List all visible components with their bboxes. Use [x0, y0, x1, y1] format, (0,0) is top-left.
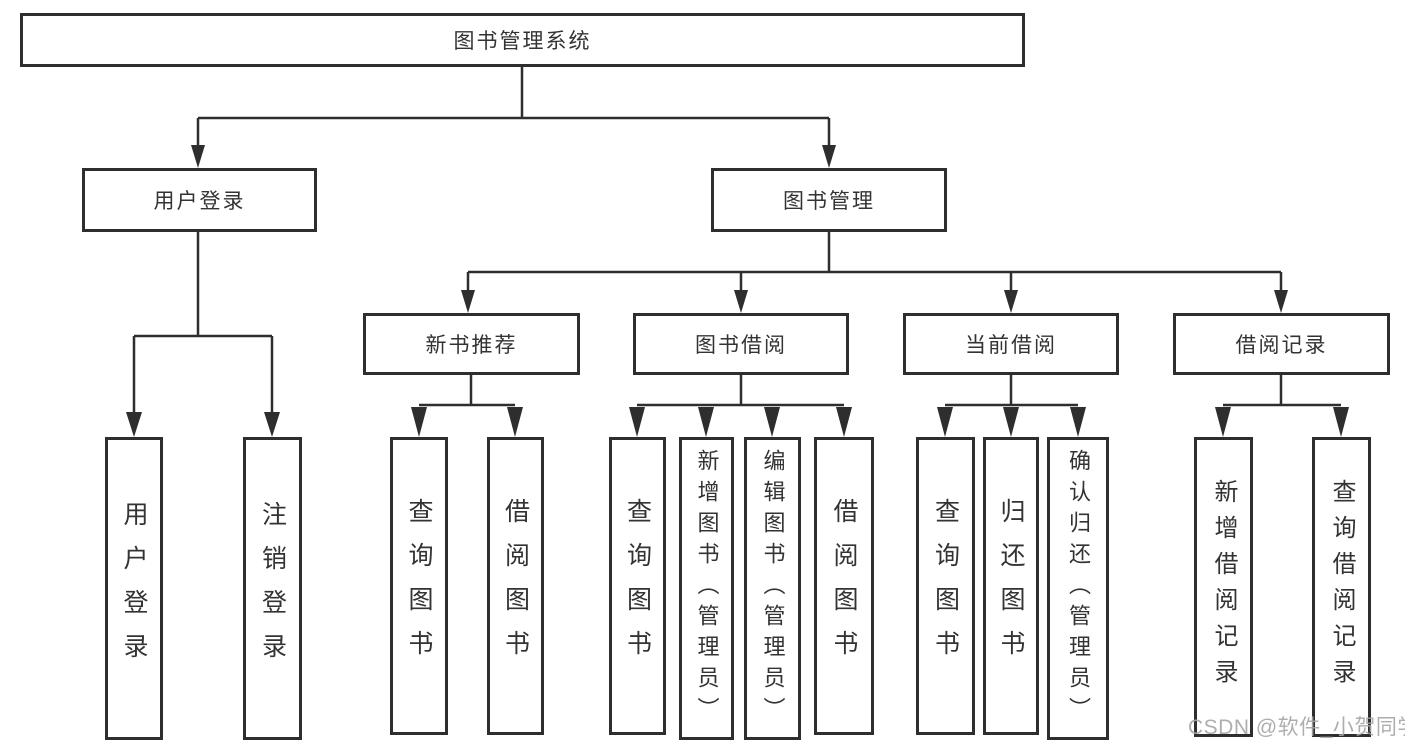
leaf-newbooks-query-books: 查询图书 [390, 437, 448, 735]
node-book-borrow: 图书借阅 [633, 313, 849, 375]
leaf-borrow-borrow-books: 借阅图书 [814, 437, 874, 735]
leaf-borrow-add-books-admin: 新增图书（管理员） [679, 437, 734, 740]
leaf-current-query-books: 查询图书 [916, 437, 975, 735]
node-new-book-recommend: 新书推荐 [363, 313, 580, 375]
arrowhead-icon [1215, 407, 1231, 437]
arrowhead-icon [836, 407, 852, 437]
arrowhead-icon [1003, 407, 1019, 437]
leaf-newbooks-borrow-books: 借阅图书 [487, 437, 544, 735]
leaf-current-confirm-return-admin: 确认归还（管理员） [1047, 437, 1109, 740]
node-label: 借阅图书 [830, 498, 858, 674]
node-borrow-records: 借阅记录 [1173, 313, 1390, 375]
node-label: 图书管理系统 [453, 30, 592, 53]
arrowhead-icon [937, 407, 953, 437]
node-label: 归还图书 [997, 498, 1025, 674]
connector-new-books-children [419, 375, 515, 407]
leaf-borrow-query-books: 查询图书 [609, 437, 666, 735]
node-label: 查询图书 [931, 498, 960, 674]
leaf-records-add-record: 新增借阅记录 [1194, 437, 1253, 737]
node-user-login: 用户登录 [82, 168, 317, 232]
arrowhead-icon [734, 290, 748, 313]
connector-book-management-children [466, 232, 1283, 293]
leaf-logout: 注销登录 [243, 437, 302, 740]
arrowhead-icon [461, 290, 475, 313]
node-label: 借阅图书 [501, 498, 530, 674]
node-book-management: 图书管理 [711, 168, 947, 232]
node-label: 查询图书 [623, 498, 652, 674]
node-label: 用户登录 [120, 500, 148, 677]
arrowhead-icon [1070, 407, 1086, 437]
node-label: 查询借阅记录 [1328, 479, 1355, 695]
arrowhead-icon [264, 412, 280, 437]
arrowhead-icon [411, 407, 427, 437]
arrowhead-icon [698, 407, 714, 437]
node-root-system: 图书管理系统 [20, 13, 1025, 67]
node-label: 确认归还（管理员） [1066, 449, 1091, 728]
leaf-current-return-books: 归还图书 [983, 437, 1039, 735]
arrowhead-icon [822, 145, 836, 168]
arrowhead-icon [1274, 290, 1288, 313]
arrowhead-icon [1004, 290, 1018, 313]
arrowhead-icon [629, 407, 645, 437]
leaf-records-query-record: 查询借阅记录 [1312, 437, 1371, 737]
leaf-borrow-edit-books-admin: 编辑图书（管理员） [744, 437, 801, 740]
connector-current-borrow-children [945, 375, 1078, 407]
node-label: 新增图书（管理员） [694, 449, 720, 728]
node-label: 新增借阅记录 [1210, 479, 1237, 695]
arrowhead-icon [507, 407, 523, 437]
node-label: 图书借阅 [695, 334, 787, 357]
node-label: 编辑图书（管理员） [760, 449, 786, 728]
arrowhead-icon [1333, 407, 1349, 437]
node-label: 当前借阅 [965, 334, 1057, 357]
csdn-watermark: CSDN @软件_小贺同学 [1188, 716, 1405, 739]
connector-user-login-children [132, 232, 274, 416]
connector-borrow-records-children [1223, 375, 1341, 407]
node-label: 新书推荐 [425, 334, 518, 357]
node-label: 用户登录 [153, 190, 246, 213]
node-label: 注销登录 [258, 500, 287, 677]
connector-book-borrow-children [637, 375, 844, 407]
arrowhead-icon [191, 145, 205, 168]
arrowhead-icon [126, 412, 142, 437]
node-label: 借阅记录 [1235, 334, 1328, 357]
node-current-borrow: 当前借阅 [903, 313, 1119, 375]
node-label: 图书管理 [783, 190, 875, 213]
node-label: 查询图书 [405, 498, 433, 674]
connector-root-to-level2 [196, 67, 831, 148]
leaf-user-login: 用户登录 [105, 437, 163, 740]
arrowhead-icon [764, 407, 780, 437]
